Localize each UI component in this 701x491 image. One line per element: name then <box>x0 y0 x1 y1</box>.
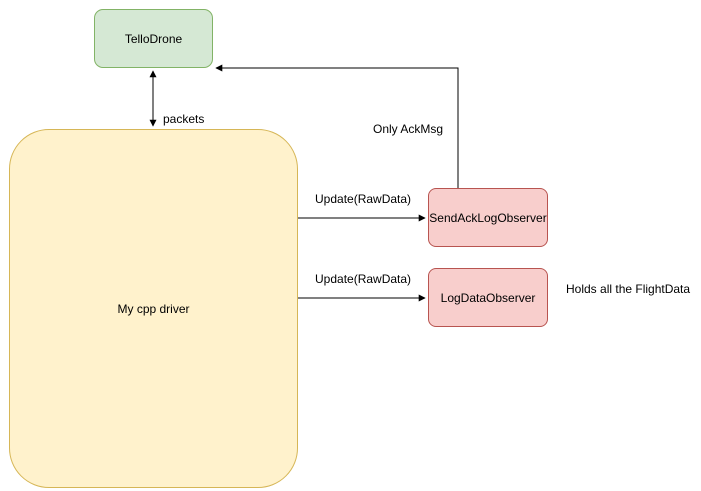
node-sendacklogobserver-label: SendAckLogObserver <box>429 210 547 225</box>
edge-only-ackmsg <box>215 64 459 188</box>
edge-label-update-logdata: Update(RawData) <box>315 272 412 286</box>
node-cpp-driver-label: My cpp driver <box>117 301 190 316</box>
node-tellodrone[interactable]: TelloDrone <box>94 9 213 68</box>
node-cpp-driver[interactable]: My cpp driver <box>9 129 298 488</box>
node-sendacklogobserver[interactable]: SendAckLogObserver <box>428 188 548 247</box>
annotation-flight-data: Holds all the FlightData <box>566 282 691 296</box>
node-tellodrone-label: TelloDrone <box>124 31 183 46</box>
edge-label-update-sendack: Update(RawData) <box>315 192 412 206</box>
edge-label-only-ackmsg: Only AckMsg <box>373 122 444 136</box>
node-logdataobserver-label: LogDataObserver <box>440 290 536 305</box>
edge-label-packets: packets <box>163 112 205 126</box>
node-logdataobserver[interactable]: LogDataObserver <box>428 268 548 327</box>
